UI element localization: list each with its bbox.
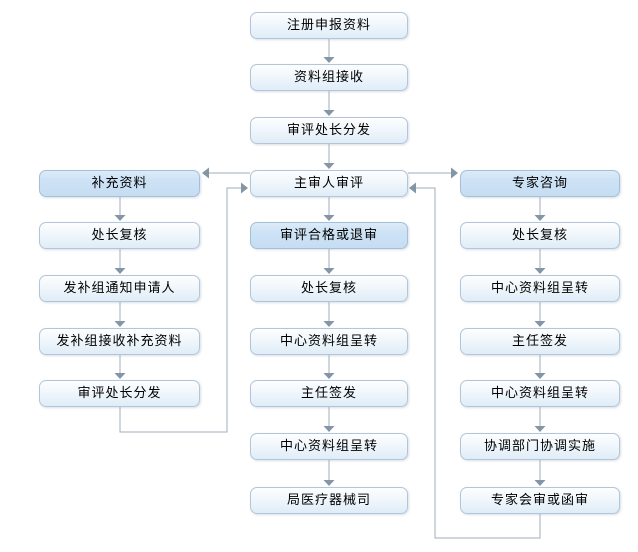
arrow-left-3-4 [114, 302, 126, 327]
arrow-center-3-4 [323, 144, 335, 169]
node-director-sign-center: 主任签发 [250, 380, 408, 407]
node-division-chief-recheck-center: 处长复核 [250, 275, 408, 302]
arrow-center-8-9 [323, 407, 335, 432]
node-division-chief-recheck-right: 处长复核 [460, 222, 620, 249]
node-center-materials-group-forward-2: 中心资料组呈转 [250, 433, 408, 460]
arrow-center-6-7 [323, 302, 335, 327]
arrow-right-5-6 [534, 407, 546, 432]
node-review-pass-or-return: 审评合格或退审 [250, 222, 408, 249]
node-registration-application-materials: 注册申报资料 [250, 12, 408, 39]
loop-right-return [409, 182, 541, 539]
arrow-center-2-3 [323, 91, 335, 116]
node-chief-reviewer-review: 主审人审评 [250, 170, 408, 197]
arrow-right-3-4 [534, 302, 546, 327]
node-coordination-department-implement: 协调部门协调实施 [460, 433, 620, 460]
arrow-center-5-6 [323, 249, 335, 274]
node-center-materials-group-forward-1: 中心资料组呈转 [250, 328, 408, 355]
arrow-center-1-2 [323, 39, 335, 63]
node-expert-joint-or-letter-review: 专家会审或函审 [460, 487, 620, 514]
node-review-division-chief-distribute: 审评处长分发 [250, 117, 408, 144]
node-center-materials-group-forward-right-2: 中心资料组呈转 [460, 380, 620, 407]
arrow-review-to-expert [408, 167, 458, 179]
arrow-center-4-5 [323, 197, 335, 221]
arrow-left-2-3 [114, 249, 126, 274]
arrow-left-4-5 [114, 355, 126, 379]
arrow-center-7-8 [323, 355, 335, 379]
arrow-right-4-5 [534, 355, 546, 379]
node-materials-group-receive: 资料组接收 [250, 64, 408, 91]
node-director-sign-right: 主任签发 [460, 328, 620, 355]
arrow-right-6-7 [534, 460, 546, 486]
node-supplement-group-receive-materials: 发补组接收补充资料 [39, 328, 200, 355]
arrow-center-9-10 [323, 460, 335, 486]
node-center-materials-group-forward-right-1: 中心资料组呈转 [460, 275, 620, 302]
node-bureau-medical-device-department: 局医疗器械司 [250, 487, 408, 514]
loop-left-return [119, 182, 248, 433]
node-division-chief-recheck-left: 处长复核 [39, 222, 200, 249]
node-supplement-group-notify-applicant: 发补组通知申请人 [39, 275, 200, 302]
arrow-left-1-2 [114, 197, 126, 221]
node-expert-consultation: 专家咨询 [460, 170, 620, 197]
node-supplementary-materials: 补充资料 [39, 170, 200, 197]
node-review-division-chief-distribute-left: 审评处长分发 [39, 380, 200, 407]
arrow-review-to-supplement [202, 167, 250, 179]
arrow-right-2-3 [534, 249, 546, 274]
arrow-right-1-2 [534, 197, 546, 221]
